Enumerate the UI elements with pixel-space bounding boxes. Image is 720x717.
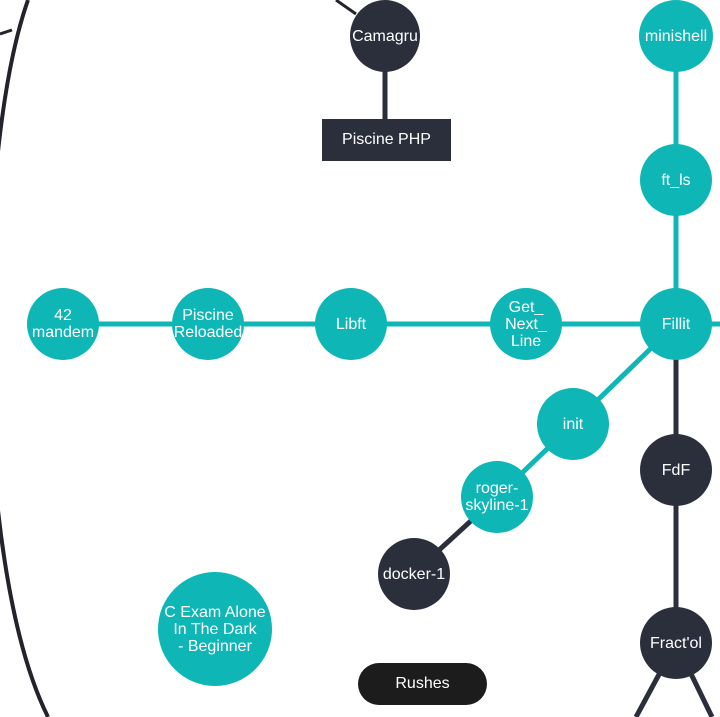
node-docker-1[interactable]: docker-1 bbox=[378, 538, 450, 610]
node-c-exam-alone[interactable]: C Exam Alone In The Dark - Beginner bbox=[158, 572, 272, 686]
node-fillit[interactable]: Fillit bbox=[640, 288, 712, 360]
node-camagru[interactable]: Camagru bbox=[350, 0, 420, 72]
node-libft[interactable]: Libft bbox=[315, 288, 387, 360]
orbit-stub-top bbox=[335, 0, 357, 16]
node-init[interactable]: init bbox=[537, 388, 609, 460]
node-minishell[interactable]: minishell bbox=[639, 0, 713, 72]
node-get-next-line[interactable]: Get_ Next_ Line bbox=[490, 288, 562, 360]
node-fractol[interactable]: Fract'ol bbox=[640, 607, 712, 679]
node-ft-ls[interactable]: ft_ls bbox=[640, 144, 712, 216]
orbit-stub-top-left bbox=[0, 28, 13, 36]
node-fdf[interactable]: FdF bbox=[640, 434, 712, 506]
node-roger-skyline-1[interactable]: roger- skyline-1 bbox=[461, 461, 533, 533]
node-42-tandem[interactable]: 42 mandem bbox=[27, 288, 99, 360]
rushes-button[interactable]: Rushes bbox=[358, 663, 487, 705]
node-piscine-reloaded[interactable]: Piscine Reloaded bbox=[172, 288, 244, 360]
node-piscine-php[interactable]: Piscine PHP bbox=[322, 119, 451, 161]
orbit-ring-left bbox=[0, 0, 50, 717]
